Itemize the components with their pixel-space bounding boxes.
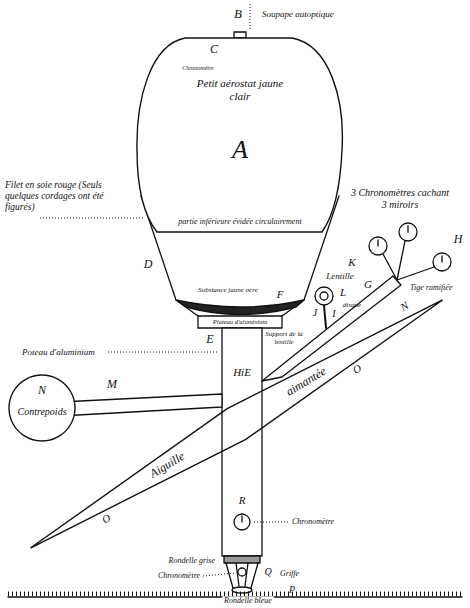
part-label: Plateau d'aluminium — [213, 318, 267, 325]
part-letter: M — [107, 378, 117, 392]
magnetic-needle-path — [21, 285, 452, 564]
part-label: Chronomètre — [158, 571, 200, 580]
lens-support — [324, 305, 326, 328]
lens-disc — [320, 292, 328, 300]
grey-washer — [224, 556, 260, 563]
chronometer-hand — [441, 256, 442, 262]
part-letter: K — [348, 256, 355, 269]
leader-line — [254, 522, 288, 523]
part-label: Griffe — [280, 569, 299, 578]
balloon-title: Petit aérostat jaune clair — [194, 77, 286, 102]
part-letter: J — [313, 307, 317, 319]
rod-branch — [383, 254, 397, 280]
lens — [315, 287, 333, 305]
part-letter: E — [206, 333, 213, 347]
part-letter: G — [364, 278, 372, 291]
balloon-shape-outline — [130, 30, 350, 240]
yellow-substance-band — [176, 300, 304, 315]
chronometer-symbol — [369, 237, 387, 255]
part-label: Chronomètre — [292, 517, 334, 526]
part-letter: HiE — [233, 366, 251, 379]
part-label: Poteau d'aluminium — [22, 347, 95, 357]
part-letter: O — [99, 511, 112, 526]
part-note: Filet en soie rouge (Seuls quelques cord… — [5, 180, 125, 213]
part-label: Lentille — [326, 271, 354, 281]
part-letter: A — [232, 135, 248, 165]
part-label: Support de la lentille — [263, 330, 305, 346]
leader-line — [250, 4, 251, 30]
part-note: 3 Chronomètres cachant 3 miroirs — [350, 187, 450, 210]
part-letter: I — [332, 308, 335, 320]
part-letter: P — [289, 584, 295, 596]
rod-branch — [397, 267, 434, 280]
part-label: disque — [343, 301, 361, 309]
balloon-shape: Petit aérostat jaune clairApartie inféri… — [130, 30, 350, 240]
leader-line — [108, 352, 219, 353]
branched-rod — [262, 276, 401, 381]
part-letter: F — [277, 288, 284, 301]
chronometer-hand — [241, 516, 242, 522]
blue-washer — [232, 587, 252, 593]
rod-branch — [397, 241, 405, 280]
chronometer-symbol — [238, 568, 246, 576]
part-label: Substance jaune ocre — [198, 286, 258, 294]
balloon-shape-path — [137, 38, 342, 232]
counterweight-circle: N Contrepoids — [9, 375, 75, 441]
counterweight-arm — [60, 394, 222, 416]
part-letter: H — [454, 233, 463, 247]
part-letter: C — [210, 43, 218, 57]
part-letter: D — [144, 258, 153, 272]
leader-line — [40, 218, 143, 219]
part-letter: L — [340, 286, 346, 299]
part-letter: B — [234, 7, 242, 22]
part-letter: R — [239, 494, 246, 507]
needle-label: aimantée — [283, 365, 328, 400]
leader-line — [203, 573, 236, 576]
counterweight-label: Contrepoids — [17, 406, 66, 418]
part-letter: Q — [264, 566, 271, 578]
part-letter: N — [398, 299, 411, 314]
needle-label: Aiguille — [147, 450, 187, 481]
part-label: Tige ramifiée — [410, 283, 452, 292]
chronometer-hand — [407, 226, 408, 232]
part-label: Rondelle grise — [169, 556, 215, 565]
chronometer-hand — [377, 240, 378, 246]
part-letter: O — [350, 362, 363, 377]
part-label: Chronomètre — [182, 65, 214, 72]
claw — [226, 563, 258, 588]
balloon-note: partie inférieure évidée circulairement — [178, 217, 301, 226]
aluminium-plate — [198, 316, 282, 328]
part-label: Soupape autoptique — [262, 9, 334, 19]
chronometer-symbol — [234, 514, 250, 530]
counterweight-circle-path — [9, 375, 75, 441]
chronometer-symbol — [433, 253, 451, 271]
part-label: Rondelle bleue — [222, 596, 274, 605]
valve — [234, 32, 246, 38]
chronometer-symbol — [399, 223, 417, 241]
part-letter: N — [38, 384, 46, 398]
